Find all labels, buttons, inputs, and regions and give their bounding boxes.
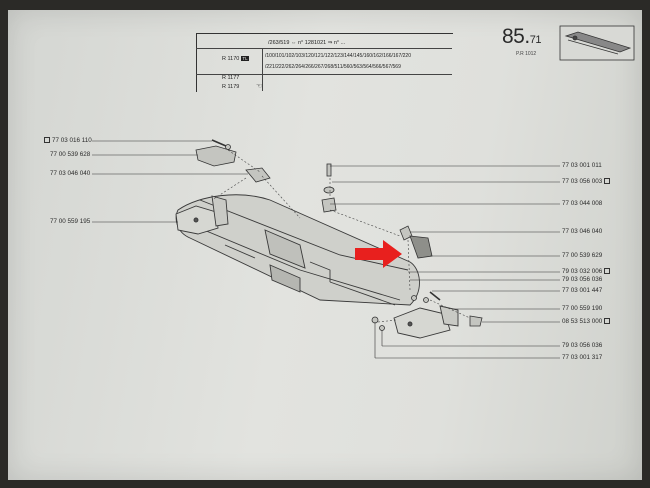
hand-icon: ☜ — [256, 83, 263, 90]
assembly-lines — [211, 149, 471, 323]
model-r1179: R 1179 — [222, 84, 240, 90]
header-row-1: /263/519 ⇔ n° 1281021 ⇒ n° ... — [268, 40, 346, 46]
red-arrow-icon — [355, 240, 402, 268]
table-divider — [196, 48, 452, 49]
part-number-right-5: 77 00 539 629 — [562, 252, 603, 259]
dashboard-body — [175, 194, 459, 339]
part-number-left-3: 77 03 046 040 — [50, 170, 91, 177]
tl-badge: TL — [241, 56, 249, 62]
part-number-right-7: 79 03 056 036 — [562, 276, 603, 283]
small-parts — [195, 139, 483, 331]
part-number-right-6: 79 03 032 006 — [562, 268, 610, 275]
page-number: 85.71 — [502, 25, 541, 48]
part-number-right-2: 77 03 056 003 — [562, 178, 610, 185]
part-number-right-11: 79 03 056 036 — [562, 342, 603, 349]
applicability-table — [196, 33, 453, 92]
leader-lines — [92, 140, 560, 359]
part-number-right-8: 77 03 001 447 — [562, 287, 603, 294]
part-number-right-4: 77 03 046 040 — [562, 228, 603, 235]
pr-reference: P.R 1012 — [516, 51, 537, 57]
header-row-2: /100/101/102/103/120/121/122/123/144/145… — [265, 53, 411, 59]
part-number-right-1: 77 03 001 011 — [562, 162, 602, 169]
table-divider — [262, 48, 263, 91]
part-number-left-1: 77 03 016 110 — [44, 137, 92, 144]
part-number-right-12: 77 03 001 317 — [562, 354, 603, 361]
car-thumbnail-icon — [559, 25, 635, 61]
part-number-left-2: 77 00 539 628 — [50, 151, 91, 158]
part-number-right-10: 08 53 513 000 — [562, 318, 610, 325]
part-number-right-3: 77 03 044 008 — [562, 200, 603, 207]
header-row-3: /221/222/262/264/266/267/268/511/560/563… — [265, 64, 401, 70]
table-divider — [196, 74, 452, 75]
part-number-right-9: 77 00 559 190 — [562, 305, 603, 312]
model-r1177: R 1177 — [222, 75, 240, 81]
part-number-left-4: 77 00 559 195 — [50, 218, 91, 225]
